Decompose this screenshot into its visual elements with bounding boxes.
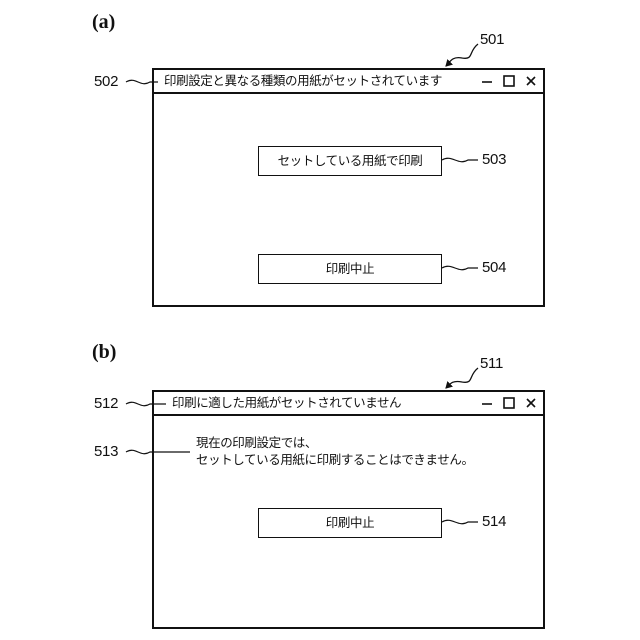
ref-512-label: 512 (94, 396, 118, 411)
print-with-loaded-paper-button[interactable]: セットしている用紙で印刷 (258, 146, 442, 176)
cancel-print-button-a[interactable]: 印刷中止 (258, 254, 442, 284)
maximize-icon[interactable] (502, 396, 516, 410)
ref-513-label: 513 (94, 444, 118, 459)
figure-a-label: (a) (92, 12, 115, 32)
ref-503-label: 503 (482, 152, 506, 167)
cancel-print-button-b[interactable]: 印刷中止 (258, 508, 442, 538)
minimize-icon[interactable] (480, 74, 494, 88)
ref-502-label: 502 (94, 74, 118, 89)
close-icon[interactable] (524, 74, 538, 88)
ref-511-label: 511 (480, 356, 503, 371)
titlebar-a: 印刷設定と異なる種類の用紙がセットされています (154, 70, 543, 94)
ref-514-label: 514 (482, 514, 506, 529)
leader-511 (446, 368, 478, 388)
minimize-icon[interactable] (480, 396, 494, 410)
dialog-title-a: 印刷設定と異なる種類の用紙がセットされています (164, 73, 442, 89)
figure-b-label: (b) (92, 342, 116, 362)
maximize-icon[interactable] (502, 74, 516, 88)
close-icon[interactable] (524, 396, 538, 410)
ref-504-label: 504 (482, 260, 506, 275)
titlebar-b: 印刷に適した用紙がセットされていません (154, 392, 543, 416)
dialog-message: 現在の印刷設定では、 セットしている用紙に印刷することはできません。 (196, 434, 474, 468)
dialog-title-b: 印刷に適した用紙がセットされていません (172, 395, 401, 411)
ref-501-label: 501 (480, 32, 504, 47)
leader-501 (446, 44, 478, 66)
dialog-window-b: 印刷に適した用紙がセットされていません 現在の印刷設定では、 セットしている用紙… (152, 390, 545, 629)
message-line-1: 現在の印刷設定では、 (196, 434, 474, 451)
message-line-2: セットしている用紙に印刷することはできません。 (196, 451, 474, 468)
